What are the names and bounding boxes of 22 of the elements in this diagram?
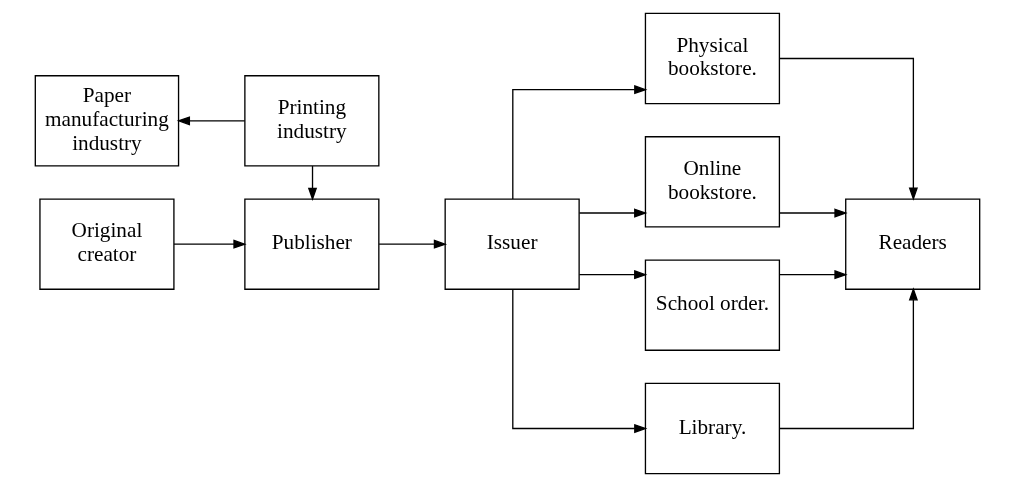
arrow: [511, 85, 647, 200]
arrow: [172, 239, 247, 249]
node-box: Library.: [644, 382, 780, 475]
arrow: [307, 165, 317, 201]
arrow: [778, 57, 918, 201]
node-box: Publisher: [243, 198, 379, 290]
node-box: Paper manufacturing industry: [34, 75, 179, 167]
arrow: [377, 239, 447, 249]
node-box: Original creator: [38, 198, 175, 290]
arrow: [578, 208, 647, 218]
arrow: [511, 288, 647, 434]
node-box: Readers: [844, 198, 980, 290]
arrow: [176, 116, 245, 126]
node-box: Online bookstore.: [644, 136, 780, 228]
node-box: Printing industry: [243, 75, 379, 167]
arrow: [778, 287, 918, 430]
node-box: School order.: [644, 259, 780, 351]
arrow: [778, 208, 848, 218]
arrow: [778, 270, 848, 280]
arrow: [578, 270, 647, 280]
node-box: Physical bookstore.: [644, 12, 780, 105]
node-box: Issuer: [444, 198, 580, 290]
